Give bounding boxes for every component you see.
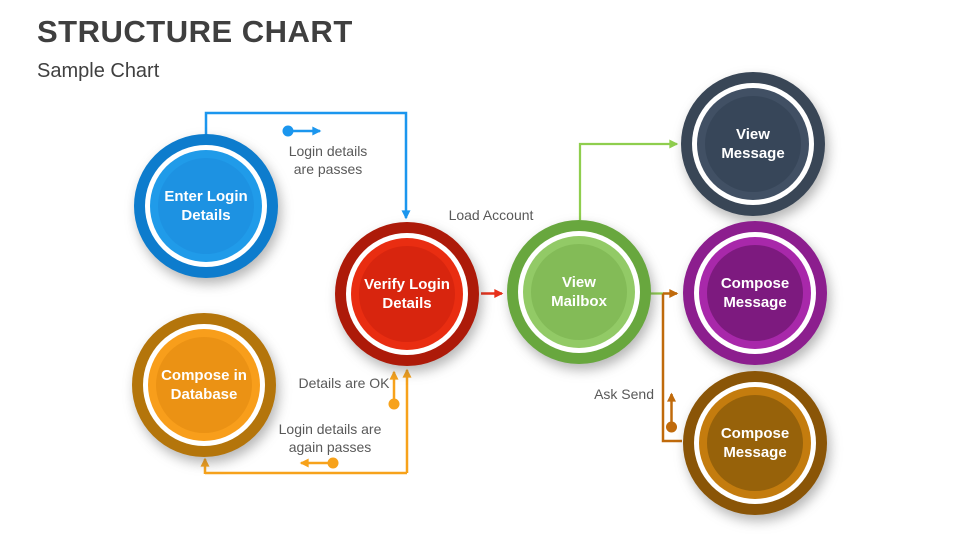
edge-indicator-dot-asksend	[666, 421, 677, 433]
slide-title: STRUCTURE CHART	[37, 14, 353, 49]
edge-indicator-dot-blue	[282, 125, 294, 137]
edge-indicator-dot-detailsok	[388, 398, 400, 410]
node-inner-disc	[707, 395, 803, 491]
node-view-mailbox: View Mailbox	[507, 220, 651, 364]
edge-enter-to-verify	[204, 111, 411, 220]
node-label: Compose Message	[720, 275, 790, 311]
edge-indicator-dot-againpasses	[327, 457, 339, 469]
edge-label-details-ok: Details are OK	[298, 375, 390, 391]
edge-label-login-passes: Login details are passes	[288, 143, 368, 177]
node-inner-disc	[158, 158, 254, 254]
slide-subtitle: Sample Chart	[37, 60, 160, 82]
node-verify-login-details: Verify Login Details	[335, 222, 479, 366]
node-label: View Mailbox	[551, 274, 607, 310]
node-compose-in-database: Compose in Database	[132, 313, 276, 457]
node-compose-message-purple: Compose Message	[683, 221, 827, 365]
node-enter-login-details: Enter Login Details	[134, 134, 278, 278]
node-inner-disc	[705, 96, 801, 192]
node-label: Compose in Database	[161, 367, 247, 403]
node-inner-disc	[156, 337, 252, 433]
edge-label-again-passes: Login details are again passes	[278, 421, 382, 455]
node-inner-disc	[707, 245, 803, 341]
edge-mailbox-to-viewmessage	[578, 139, 679, 220]
node-label: View Message	[721, 126, 785, 162]
node-label: Compose Message	[720, 425, 790, 461]
edge-label-ask-send: Ask Send	[594, 386, 654, 402]
node-label: Verify Login Details	[364, 276, 450, 312]
edge-to-compose-brown	[661, 293, 682, 443]
node-label: Enter Login Details	[164, 188, 248, 224]
edge-label-load-account: Load Account	[448, 207, 534, 223]
node-inner-disc	[531, 244, 627, 340]
node-view-message: View Message	[681, 72, 825, 216]
node-compose-message-brown: Compose Message	[683, 371, 827, 515]
node-inner-disc	[359, 246, 455, 342]
